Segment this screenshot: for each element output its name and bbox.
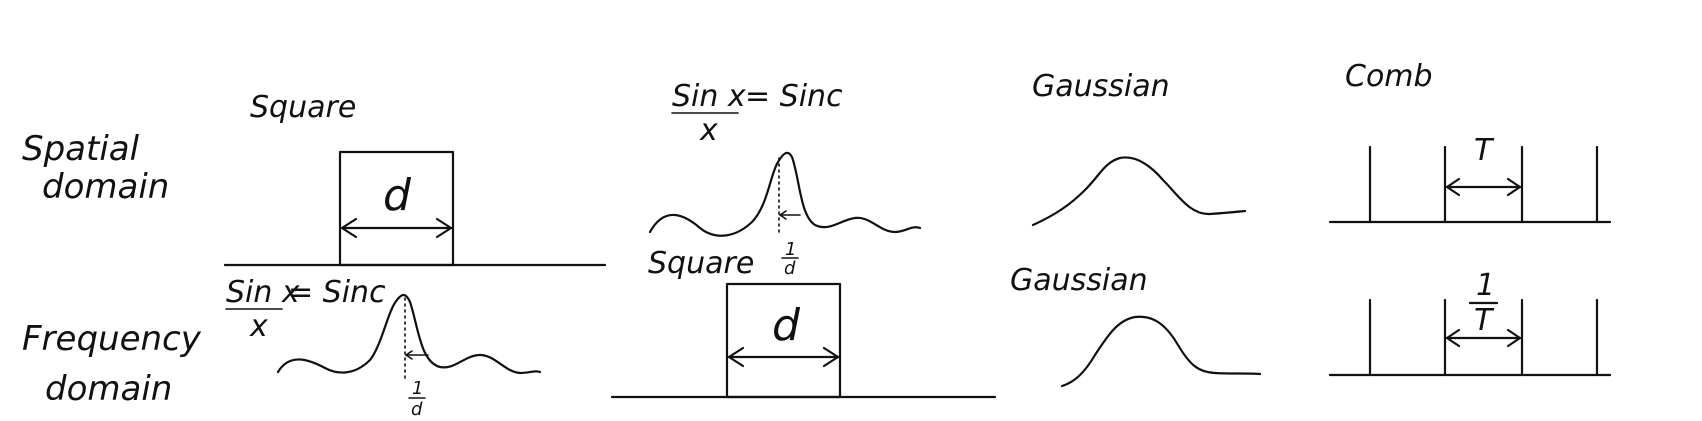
gaussian-curve-top [1031, 156, 1247, 227]
caption-sinc-bottom-den: x [249, 309, 268, 344]
caption-square-bottom: Square [648, 246, 754, 281]
caption-square-top: Square [250, 90, 356, 125]
one-over-d-bottom-den: d [411, 399, 423, 420]
one-over-d-bottom-num: 1 [412, 378, 423, 399]
sinc-curve-bottom [276, 293, 542, 375]
sinc-tiny-arrowhead-bottom [405, 350, 413, 360]
symbol-d-bottom: d [772, 300, 801, 351]
sinc-tiny-arrowhead-top [779, 210, 787, 220]
comb-inv-period-num: 1 [1476, 268, 1495, 303]
arrow-head-right-top [435, 217, 453, 239]
one-over-d-top-num: 1 [785, 239, 796, 260]
caption-gaussian-top: Gaussian [1032, 69, 1170, 104]
row-label-spatial-line1: Spatial [22, 129, 140, 169]
caption-comb-top: Comb [1345, 59, 1433, 94]
row-label-frequency-line1: Frequency [22, 319, 202, 359]
caption-sinc-bottom-eq: = Sinc [288, 275, 386, 310]
arrow-head-left-bottom [727, 346, 745, 368]
arrow-head-left-top [340, 217, 358, 239]
comb-arrowhead-right-bottom [1506, 328, 1522, 348]
gaussian-curve-bottom [1060, 315, 1262, 388]
caption-sinc-top-den: x [699, 113, 718, 148]
one-over-d-top-den: d [784, 258, 796, 279]
sinc-curve-top [648, 151, 922, 237]
comb-inv-period-den: T [1474, 303, 1495, 338]
caption-gaussian-bottom: Gaussian [1010, 263, 1148, 298]
row-label-spatial-line2: domain [42, 167, 169, 207]
symbol-d-top: d [383, 170, 412, 221]
square-pulse-top [338, 150, 455, 267]
comb-period-label-top: T [1474, 133, 1495, 168]
comb-arrowhead-left-top [1445, 177, 1461, 197]
square-pulse-bottom [725, 282, 842, 399]
caption-sinc-top-eq: = Sinc [745, 79, 843, 114]
caption-sinc-top-num: Sin x [672, 79, 746, 114]
caption-sinc-bottom-num: Sin x [226, 275, 300, 310]
row-label-frequency-line2: domain [45, 369, 172, 409]
comb-arrowhead-left-bottom [1445, 328, 1461, 348]
comb-arrowhead-right-top [1506, 177, 1522, 197]
arrow-head-right-bottom [822, 346, 840, 368]
